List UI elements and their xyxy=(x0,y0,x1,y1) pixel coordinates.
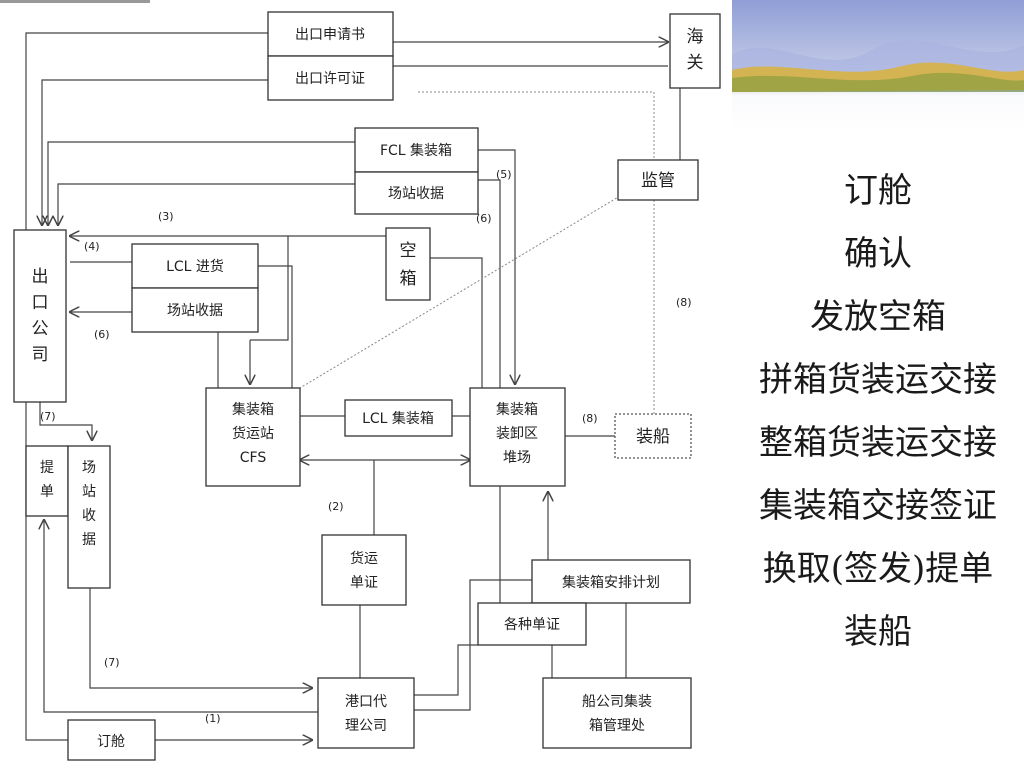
process-step-list: 订舱 确认 发放空箱 拼箱货装运交接 整箱货装运交接 集装箱交接签证 换取(签发… xyxy=(732,160,1024,664)
station-receipt-vertical-label-2: 站 xyxy=(82,484,96,500)
step-label-7-agent: (7) xyxy=(104,656,120,669)
container-plan-label: 集装箱安排计划 xyxy=(562,574,660,591)
container-plan-box: 集装箱安排计划 xyxy=(531,559,691,604)
station-receipt-vertical-label-3: 收 xyxy=(82,508,96,524)
loading-box: 装船 xyxy=(614,413,692,459)
export-company-label-2: 口 xyxy=(32,293,49,313)
fcl-station-receipt-box: 场站收据 xyxy=(354,171,479,215)
process-step-booking: 订舱 xyxy=(844,171,912,211)
process-step-fcl-handover: 整箱货装运交接 xyxy=(759,423,997,463)
export-company-box: 出 口 公 司 xyxy=(13,229,67,403)
export-license-label: 出口许可证 xyxy=(295,71,365,87)
step-label-4: (4) xyxy=(84,240,100,253)
export-company-label-3: 公 xyxy=(32,319,49,339)
port-agent-box: 港口代 理公司 xyxy=(317,677,415,749)
export-license-box: 出口许可证 xyxy=(267,55,394,101)
supervision-box: 监管 xyxy=(617,159,699,201)
step-label-7-bill: (7) xyxy=(40,410,56,423)
shipping-company-label-2: 箱管理处 xyxy=(589,718,645,734)
container-shipping-flow-diagram: 出口申请书 出口许可证 海 关 FCL 集装箱 场站收据 监管 出 口 公 司 … xyxy=(13,11,721,761)
step-labels: (1) (2) (3) (4) (5) (6) (6) (7) (7) (8) … xyxy=(40,168,692,725)
station-receipt-vertical-label-4: 据 xyxy=(82,532,96,548)
step-label-8-supervision: (8) xyxy=(676,296,692,309)
station-receipt-vertical-label-1: 场 xyxy=(82,460,96,476)
cfs-label-3: CFS xyxy=(240,450,267,466)
export-company-label-1: 出 xyxy=(32,267,49,287)
process-step-loading: 装船 xyxy=(844,612,912,652)
freight-documents-label-1: 货运 xyxy=(350,550,378,567)
container-yard-box: 集装箱 装卸区 堆场 xyxy=(469,387,566,487)
process-step-confirm: 确认 xyxy=(844,234,912,274)
empty-container-label-1: 空 xyxy=(400,241,417,261)
bill-of-lading-label-1: 提 xyxy=(40,460,54,476)
customs-label-2: 关 xyxy=(687,53,704,73)
cfs-label-2: 货运站 xyxy=(232,425,274,442)
decorative-banner-image xyxy=(732,0,1024,135)
export-application-box: 出口申请书 xyxy=(267,11,394,57)
station-receipt-vertical-box: 场 站 收 据 xyxy=(67,445,111,589)
cfs-box: 集装箱 货运站 CFS xyxy=(205,387,301,487)
step-label-3: (3) xyxy=(158,210,174,223)
lcl-container-label: LCL 集装箱 xyxy=(362,410,434,427)
step-label-6-fcl: (6) xyxy=(476,212,492,225)
process-step-bill-exchange: 换取(签发)提单 xyxy=(762,549,994,589)
bill-of-lading-label-2: 单 xyxy=(40,484,54,500)
booking-label: 订舱 xyxy=(97,734,125,750)
step-label-1: (1) xyxy=(205,712,221,725)
container-yard-label-2: 装卸区 xyxy=(496,426,538,442)
empty-container-box: 空 箱 xyxy=(385,227,431,301)
booking-box: 订舱 xyxy=(67,719,156,761)
freight-documents-box: 货运 单证 xyxy=(321,534,407,606)
various-documents-label: 各种单证 xyxy=(504,617,560,633)
freight-documents-label-2: 单证 xyxy=(350,575,378,591)
top-decor-bar xyxy=(0,0,150,3)
customs-label-1: 海 xyxy=(687,27,704,47)
step-label-2: (2) xyxy=(328,500,344,513)
export-company-label-4: 司 xyxy=(32,345,49,365)
step-label-5: (5) xyxy=(496,168,512,181)
lcl-station-receipt-box: 场站收据 xyxy=(131,287,259,333)
process-step-lcl-handover: 拼箱货装运交接 xyxy=(759,360,997,400)
container-yard-label-3: 堆场 xyxy=(503,450,531,466)
various-documents-box: 各种单证 xyxy=(477,602,587,646)
export-application-label: 出口申请书 xyxy=(295,27,365,43)
shipping-company-label-1: 船公司集装 xyxy=(582,693,652,710)
fcl-container-label: FCL 集装箱 xyxy=(380,142,452,159)
empty-container-label-2: 箱 xyxy=(400,269,417,289)
process-step-release-empty: 发放空箱 xyxy=(810,297,946,337)
port-agent-label-2: 理公司 xyxy=(345,718,387,734)
bill-of-lading-box: 提 单 xyxy=(25,445,69,517)
lcl-goods-box: LCL 进货 xyxy=(131,243,259,289)
lcl-station-receipt-label: 场站收据 xyxy=(167,303,223,319)
step-label-8-loading: (8) xyxy=(582,412,598,425)
lcl-goods-label: LCL 进货 xyxy=(166,258,224,275)
step-label-6-lcl: (6) xyxy=(94,328,110,341)
customs-box: 海 关 xyxy=(669,13,721,89)
connector-lines xyxy=(25,32,681,740)
lcl-container-box: LCL 集装箱 xyxy=(344,399,453,437)
fcl-container-box: FCL 集装箱 xyxy=(354,127,479,173)
container-yard-label-1: 集装箱 xyxy=(496,401,538,418)
shipping-company-box: 船公司集装 箱管理处 xyxy=(542,677,692,749)
supervision-label: 监管 xyxy=(641,171,675,191)
port-agent-label-1: 港口代 xyxy=(345,694,387,710)
fcl-station-receipt-label: 场站收据 xyxy=(388,186,444,202)
cfs-label-1: 集装箱 xyxy=(232,401,274,418)
loading-label: 装船 xyxy=(636,427,670,447)
process-step-container-visa: 集装箱交接签证 xyxy=(759,486,997,526)
